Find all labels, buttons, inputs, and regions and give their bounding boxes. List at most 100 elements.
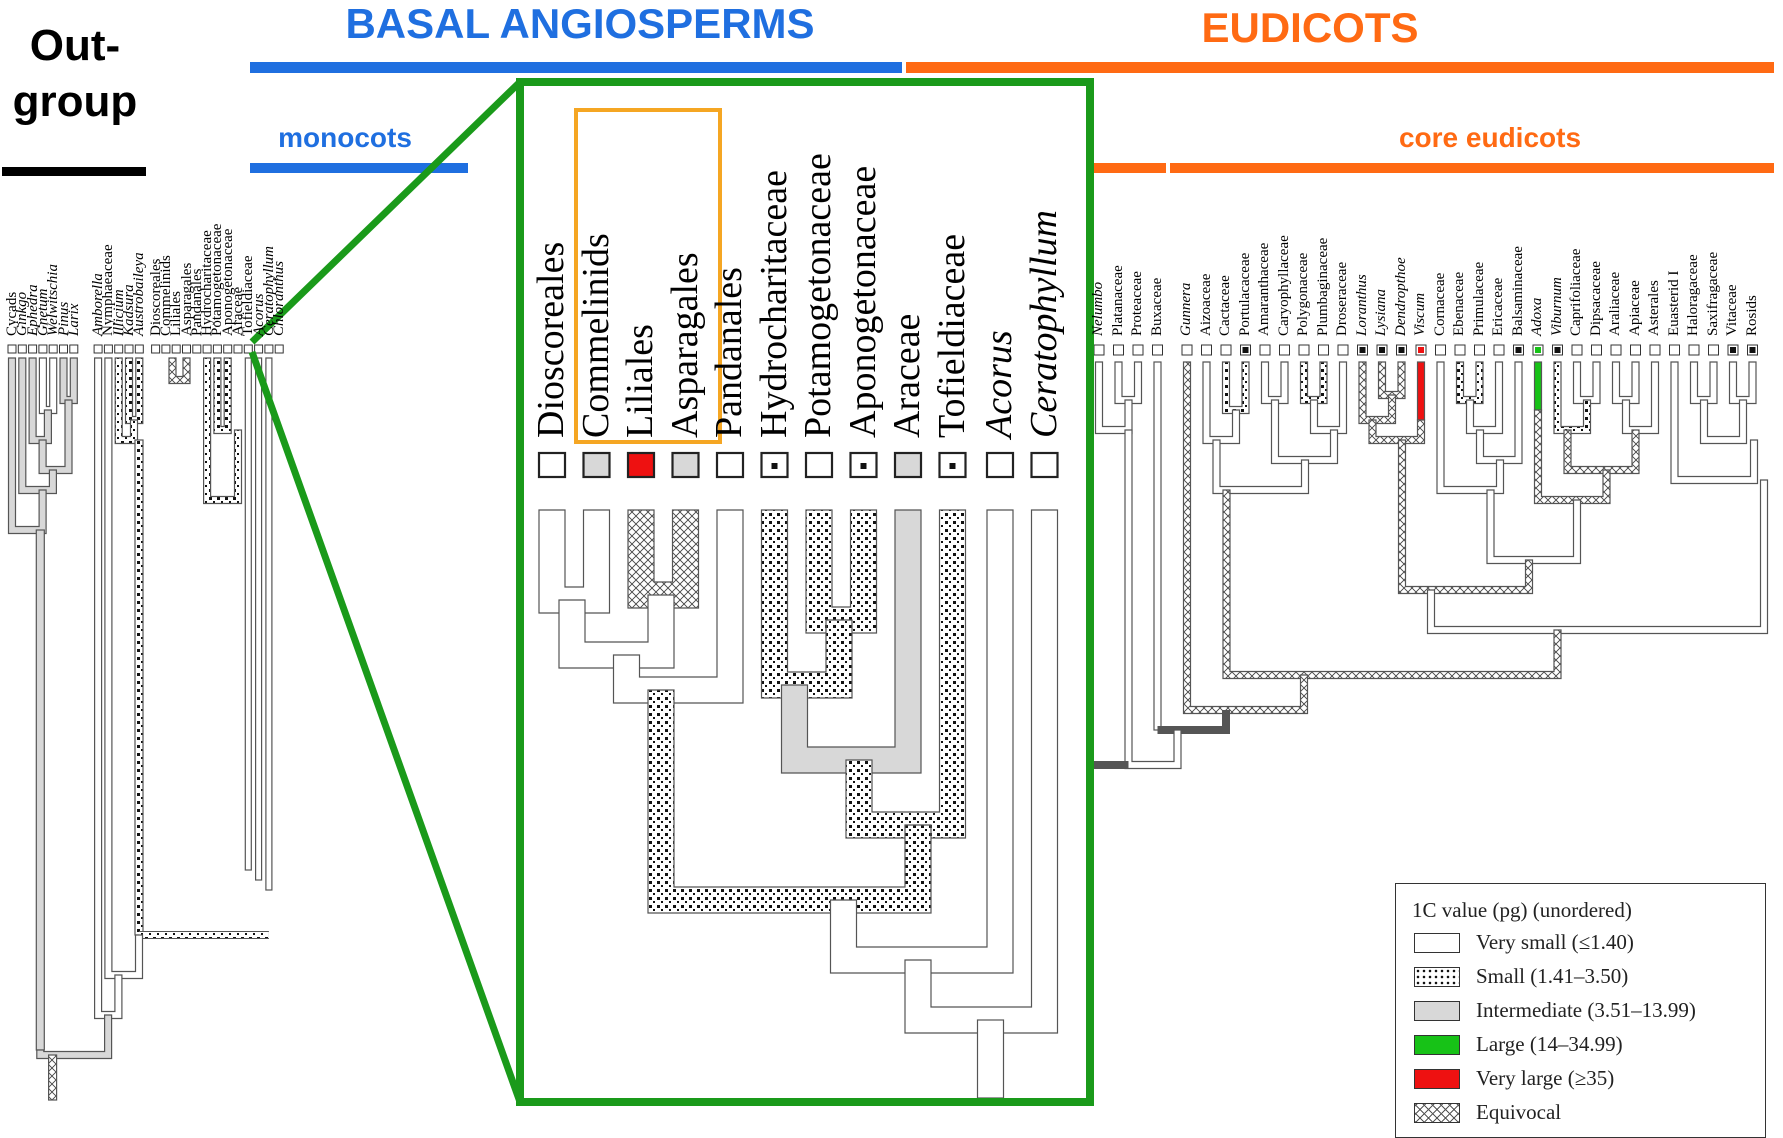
- branch-ephedra: [28, 357, 52, 445]
- monocots-label: monocots: [278, 122, 412, 153]
- branch-adoxa: [1533, 361, 1543, 411]
- branch-acorus: [255, 357, 263, 881]
- branch-caryophyllales-core: [1270, 399, 1339, 465]
- right-box-mark-portulacaceae: [1242, 347, 1249, 353]
- left-taxon-austrobaileya: Austrobaileya: [131, 252, 148, 336]
- zoom-box-pandanales: [715, 451, 745, 479]
- right-box-nelumbo: [1093, 344, 1105, 356]
- outgroup-label-line1: Out-: [29, 21, 121, 70]
- zoom-taxon-hydrocharitaceae: Hydrocharitaceae: [752, 170, 795, 438]
- zoom-box-acorus: [985, 451, 1015, 479]
- zoom-branch-lilioid-core: [558, 594, 675, 669]
- left-box-aponogetonaceae: [223, 344, 233, 354]
- right-taxon-balsaminaceae: Balsaminaceae: [1509, 246, 1526, 336]
- branch-santalales-asterids: [1397, 439, 1534, 595]
- left-box-hydrocharitaceae: [202, 344, 212, 354]
- left-box-ephedra: [28, 344, 38, 354]
- left-box-illicium: [114, 344, 124, 354]
- branch-tofieldiaceae: [244, 357, 252, 871]
- branch-liliales-asparagales: [168, 357, 191, 385]
- zoom-taxon-boxes: [537, 451, 1059, 479]
- zoom-branch-tofieldiaceae: [845, 509, 967, 839]
- right-taxon-boxes: [1093, 344, 1758, 356]
- right-box-proteaceae: [1132, 344, 1144, 356]
- legend-swatch-equivocal: [1414, 1103, 1460, 1123]
- branch-seed-plant-split: [36, 1014, 113, 1060]
- right-box-amaranthaceae: [1259, 344, 1271, 356]
- right-taxon-polygonaceae: Polygonaceae: [1295, 252, 1311, 336]
- left-box-dioscoreales: [151, 344, 161, 354]
- left-taxon-boxes: [7, 344, 284, 354]
- branch-cornaceae: [1436, 361, 1505, 495]
- branch-asterids: [1486, 489, 1582, 565]
- branch-amborella: [94, 357, 123, 1020]
- left-box-pandanales: [192, 344, 202, 354]
- legend: 1C value (pg) (unordered) Very small (≤1…: [1395, 883, 1766, 1138]
- zoom-box-tofieldiaceae: [938, 451, 967, 479]
- branch-polygon-plumbagin: [1299, 361, 1328, 405]
- right-box-primulaceae: [1474, 344, 1485, 356]
- right-box-euasterid-i: [1669, 344, 1680, 356]
- right-taxon-loranthus: Loranthus: [1353, 274, 1370, 336]
- zoom-box-aponogetonaceae: [849, 451, 878, 479]
- zoom-taxon-potamogetonaceae: Potamogetonaceae: [797, 153, 839, 438]
- right-taxon-amaranthaceae: Amaranthaceae: [1256, 242, 1272, 336]
- legend-label-intermediate: Intermediate (3.51–13.99): [1476, 998, 1696, 1022]
- zoom-connector: [252, 82, 520, 1102]
- branch-austrobaileyales-stem: [134, 439, 144, 936]
- basal-angiosperms-label: BASAL ANGIOSPERMS: [345, 0, 815, 47]
- right-taxon-dipsacaceae: Dipsacaceae: [1587, 261, 1604, 336]
- right-box-caryophyllaceae: [1279, 344, 1290, 356]
- zoom-box-araceae: [893, 451, 923, 479]
- branch-aralia-apia: [1611, 361, 1640, 405]
- left-box-asparagales: [182, 344, 191, 354]
- zoom-branch-acorus: [829, 509, 1014, 974]
- branch-gymnosperm-stem: [35, 529, 45, 1051]
- branch-pinus-larix: [59, 357, 78, 405]
- legend-label-large: Large (14–34.99): [1476, 1032, 1623, 1056]
- right-taxon-aizoaceae: Aizoaceae: [1197, 273, 1214, 336]
- branch-vitaceae-rosids: [1728, 361, 1757, 405]
- zoom-box-commelinids: [582, 451, 611, 479]
- basal-angiosperms-bar: [250, 62, 902, 73]
- legend-label-small: Small (1.41–3.50): [1476, 964, 1629, 988]
- zoom-box-ceratophyllum: [1030, 451, 1059, 479]
- zoom-taxon-ceratophyllum: Ceratophyllum: [1022, 210, 1065, 438]
- eudicots-label: EUDICOTS: [1201, 4, 1419, 51]
- zoom-box-liliales: [626, 451, 656, 479]
- right-taxon-primulaceae: Primulaceae: [1470, 261, 1487, 336]
- right-taxon-caryophyllaceae: Caryophyllaceae: [1275, 235, 1292, 336]
- right-taxon-viburnum: Viburnum: [1548, 277, 1565, 336]
- legend-swatch-very_small: [1414, 933, 1460, 953]
- right-taxon-caprifoliaceae: Caprifoliaceae: [1568, 248, 1584, 336]
- branch-santalales: [1368, 419, 1426, 445]
- branch-illicium: [114, 357, 139, 445]
- right-taxon-asterales: Asterales: [1646, 280, 1662, 336]
- right-taxon-haloragaceae: Haloragaceae: [1685, 254, 1701, 336]
- right-box-cornaceae: [1435, 344, 1446, 356]
- zoom-branch-araceae: [780, 509, 922, 774]
- left-box-commelinids: [161, 344, 171, 354]
- branch-gnetum-welwitschia: [38, 357, 58, 415]
- branch-campanulids: [1563, 429, 1640, 475]
- branch-viscum: [1416, 361, 1426, 421]
- right-box-apiaceae: [1630, 344, 1641, 356]
- right-taxon-saxifragaceae: Saxifragaceae: [1704, 251, 1721, 336]
- highlight-frame: [574, 108, 722, 444]
- right-box-aizoaceae: [1201, 344, 1212, 356]
- monocots-bar: [250, 163, 468, 173]
- left-box-gnetum: [38, 344, 48, 354]
- legend-label-very_small: Very small (≤1.40): [1476, 930, 1634, 954]
- left-box-amborella: [93, 344, 103, 354]
- right-box-polygonaceae: [1298, 344, 1310, 356]
- right-box-gunnera: [1181, 344, 1193, 356]
- left-box-potamogetonaceae: [212, 344, 222, 354]
- branch-ebenaceae-primulaceae: [1455, 361, 1484, 405]
- zoom-box-potamogetonaceae: [804, 451, 834, 479]
- branch-cycads: [7, 357, 47, 535]
- legend-swatch-small: [1414, 967, 1460, 987]
- left-box-nymphaeaceae: [103, 344, 113, 354]
- branch-droseraceae: [1309, 361, 1348, 435]
- right-box-saxifragaceae: [1708, 344, 1719, 356]
- right-taxon-dendropthoe: Dendropthoe: [1392, 257, 1409, 336]
